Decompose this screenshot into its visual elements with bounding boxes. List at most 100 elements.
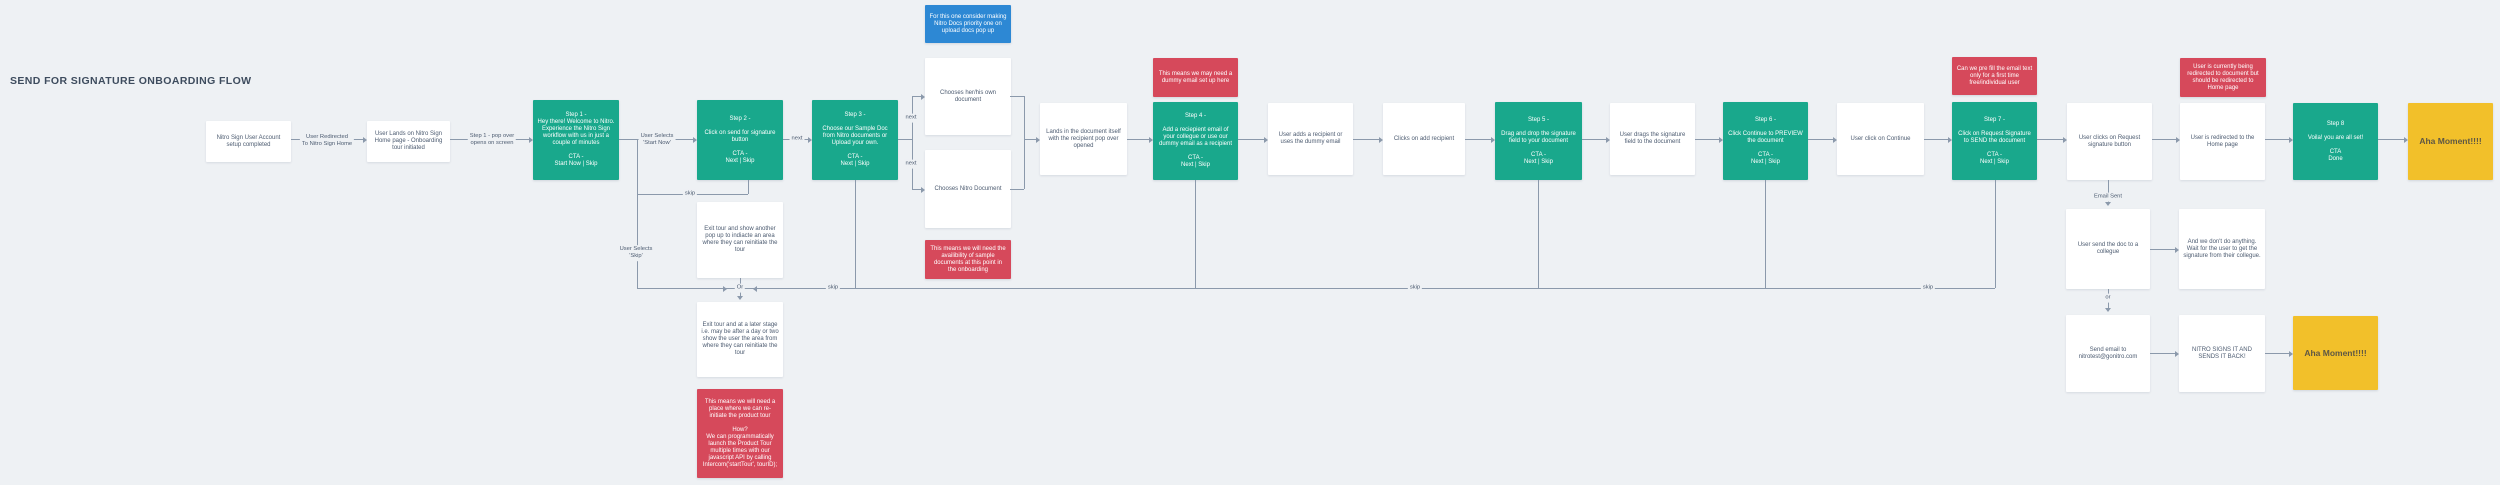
selects-skip-label: User Selects 'Skip' — [617, 245, 655, 261]
flow-node-step-1: Step 1 - Hey there! Welcome to Nitro. Ex… — [533, 100, 619, 180]
flow-node-dummy-email-note: This means we may need a dummy email set… — [1153, 58, 1238, 97]
flow-node-send-doc-collegue: User send the doc to a collegue — [2066, 209, 2150, 289]
connector-line — [1808, 139, 1834, 140]
flow-node-chooses-own-doc: Chooses her/his own document — [925, 58, 1011, 135]
arrowhead-icon — [921, 187, 925, 193]
arrowhead-icon — [1719, 137, 1723, 143]
connector-line — [912, 96, 913, 189]
arrowhead-icon — [693, 137, 697, 143]
skip-3-label: skip — [1920, 283, 1936, 293]
connector-line — [740, 291, 741, 297]
connector-line — [2378, 139, 2405, 140]
flow-node-redirect-note: User is currently being redirected to do… — [2180, 58, 2266, 97]
next-bottom-label: next — [903, 159, 919, 169]
diagram-title: SEND FOR SIGNATURE ONBOARDING FLOW — [10, 75, 252, 87]
connector-line — [637, 140, 638, 288]
arrowhead-icon — [1491, 137, 1495, 143]
connector-line — [1538, 180, 1539, 288]
arrowhead-icon — [529, 137, 533, 143]
flow-node-send-email-nitrotest: Send email to nitrotest@gonitro.com — [2066, 315, 2150, 392]
arrowhead-icon — [1149, 137, 1153, 143]
connector-line — [1024, 96, 1025, 189]
skip-1-label: skip — [825, 283, 841, 293]
arrowhead-icon — [2175, 247, 2179, 253]
connector-line — [748, 180, 749, 194]
step1-popover-label: Step 1 - pop over opens on screen — [467, 132, 517, 148]
connector-line — [1995, 180, 1996, 288]
arrowhead-icon — [1036, 137, 1040, 143]
connector-line — [1024, 139, 1037, 140]
flow-node-clicks-add-recipient: Clicks on add recipient — [1383, 103, 1465, 175]
arrowhead-icon — [723, 285, 727, 292]
arrowhead-icon — [2105, 308, 2111, 312]
flow-node-drags-signature: User drags the signature field to the do… — [1610, 103, 1695, 175]
connector-line — [898, 139, 912, 140]
flow-node-step-5: Step 5 - Drag and drop the signature fie… — [1495, 102, 1582, 180]
arrowhead-icon — [2105, 202, 2111, 206]
flow-node-nitro-docs-priority-note: For this one consider making Nitro Docs … — [925, 5, 1011, 43]
connector-line — [740, 278, 741, 284]
connector-line — [1238, 139, 1265, 140]
arrowhead-icon — [737, 296, 743, 300]
arrowhead-icon — [2289, 351, 2293, 357]
flow-node-aha-moment-2: Aha Moment!!!! — [2293, 316, 2378, 390]
arrowhead-icon — [2176, 137, 2180, 143]
arrowhead-icon — [1606, 137, 1610, 143]
flow-node-clicks-request-signature: User clicks on Request signature button — [2067, 103, 2152, 180]
connector-line — [1924, 139, 1949, 140]
connector-line — [1695, 139, 1720, 140]
flow-node-step-4: Step 4 - Add a reciepient email of your … — [1153, 102, 1238, 180]
flow-node-exit-tour-popup: Exit tour and show another pop up to ind… — [697, 202, 783, 278]
connector-line — [2150, 353, 2176, 354]
next-main-label: next — [789, 134, 805, 144]
connector-line — [1195, 180, 1196, 288]
arrowhead-icon — [363, 137, 367, 143]
flow-node-redirected-home: User is redirected to the Home page — [2180, 103, 2265, 180]
arrowhead-icon — [1264, 137, 1268, 143]
connector-line — [1010, 189, 1024, 190]
or-junction-label: Or — [734, 283, 746, 293]
redirect-home-label: User Redirected To Nitro Sign Home — [299, 133, 355, 149]
flow-node-step-7: Step 7 - Click on Request Signature to S… — [1952, 102, 2037, 180]
next-top-label: next — [903, 113, 919, 123]
arrowhead-icon — [1948, 137, 1952, 143]
flow-node-step-2: Step 2 - Click on send for signature but… — [697, 100, 783, 180]
connector-line — [1582, 139, 1607, 140]
connector-line — [912, 189, 922, 190]
connector-line — [2108, 180, 2109, 202]
connector-line — [2037, 139, 2064, 140]
or-2-label: or — [2103, 293, 2113, 303]
connector-line — [855, 180, 856, 288]
skip-2-label: skip — [1407, 283, 1423, 293]
email-sent-label: Email Sent — [2091, 192, 2125, 202]
arrowhead-icon — [1833, 137, 1837, 143]
flow-node-aha-moment-1: Aha Moment!!!! — [2408, 103, 2493, 180]
flow-node-sample-docs-note: This means we will need the availibility… — [925, 240, 1011, 279]
flow-node-reinitiate-note: This means we will need a place where we… — [697, 389, 783, 478]
connector-line — [1010, 96, 1024, 97]
arrowhead-icon — [2175, 351, 2179, 357]
selects-start-now-label: User Selects 'Start Now' — [638, 132, 676, 148]
flow-node-prefill-email-note: Can we pre fill the email text only for … — [1952, 57, 2037, 95]
connector-line — [1353, 139, 1380, 140]
arrowhead-icon — [2289, 137, 2293, 143]
connector-line — [2265, 139, 2290, 140]
flow-node-adds-recipient: User adds a recipient or uses the dummy … — [1268, 103, 1353, 175]
flow-node-click-continue: User click on Continue — [1837, 103, 1924, 175]
flow-node-step-6: Step 6 - Click Continue to PREVIEW the d… — [1723, 102, 1808, 180]
flow-node-wait-signature: And we don't do anything. Wait for the u… — [2179, 209, 2265, 289]
arrowhead-icon — [921, 94, 925, 100]
connector-line — [637, 288, 1995, 289]
connector-line — [2150, 249, 2176, 250]
connector-line — [912, 96, 922, 97]
arrowhead-icon — [2063, 137, 2067, 143]
flow-node-step-3: Step 3 - Choose our Sample Doc from Nitr… — [812, 100, 898, 180]
arrowhead-icon — [1379, 137, 1383, 143]
connector-line — [2265, 353, 2290, 354]
arrowhead-icon — [808, 137, 812, 143]
connector-line — [1465, 139, 1492, 140]
flow-node-nitro-signs-back: NITRO SIGNS IT AND SENDS IT BACK! — [2179, 315, 2265, 392]
arrowhead-icon — [753, 285, 757, 292]
connector-line — [1765, 180, 1766, 288]
